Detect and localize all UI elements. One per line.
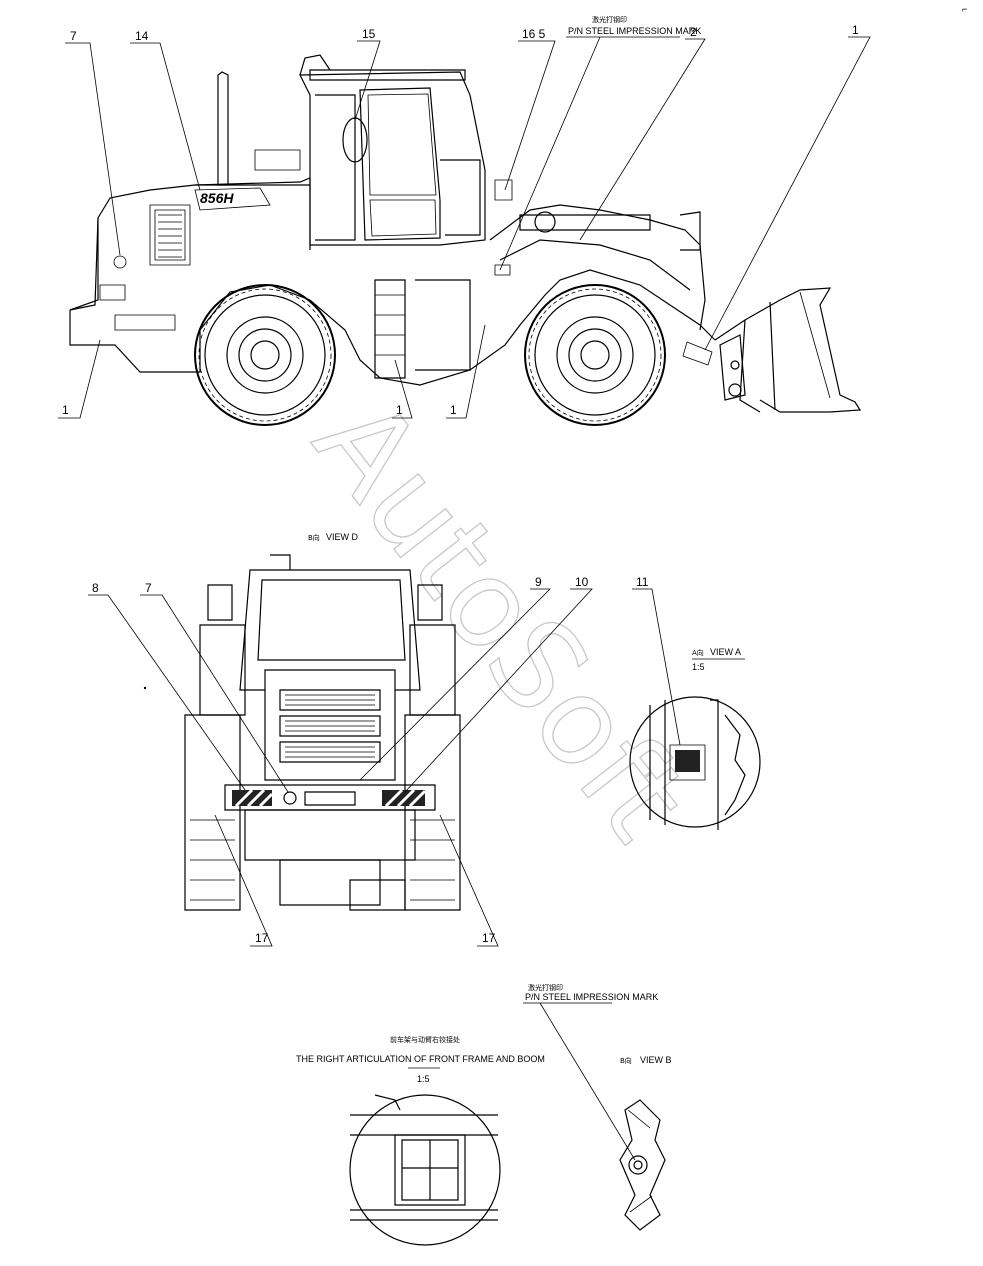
view-a-detail: 11 A向 VIEW A 1:5 <box>629 575 761 830</box>
svg-text:1: 1 <box>450 403 457 417</box>
pin-mark-label-side: 激光打钢印 P/N STEEL IMPRESSION MARK <box>499 15 701 271</box>
svg-text:激光打钢印: 激光打钢印 <box>592 15 627 24</box>
model-badge: 856H <box>200 190 234 206</box>
callout-7-rear: 7 <box>140 581 289 793</box>
svg-text:激光打钢印: 激光打钢印 <box>528 983 563 992</box>
callout-10: 10 <box>404 575 593 793</box>
svg-text:P/N STEEL IMPRESSION MARK: P/N STEEL IMPRESSION MARK <box>568 26 701 36</box>
callout-7-side: 7 <box>65 29 121 256</box>
svg-text:11: 11 <box>636 575 649 589</box>
svg-text:1: 1 <box>62 403 69 417</box>
callout-14: 14 <box>130 29 201 191</box>
svg-text:B向: B向 <box>308 533 320 542</box>
svg-text:B向: B向 <box>620 1056 632 1065</box>
callout-1-mid-a: 1 <box>392 359 413 419</box>
callout-1-left: 1 <box>58 339 101 419</box>
svg-text:8: 8 <box>92 581 99 595</box>
svg-text:1: 1 <box>852 23 859 37</box>
svg-text:14: 14 <box>135 29 149 43</box>
callout-17-right: 17 <box>439 814 499 947</box>
front-wheel <box>524 284 666 426</box>
svg-text:A向: A向 <box>692 648 704 657</box>
svg-text:17: 17 <box>482 931 496 945</box>
corner-mark: ⌐ <box>962 4 967 14</box>
callout-15-side: 15 <box>354 27 381 121</box>
svg-text:2: 2 <box>690 25 697 39</box>
articulation-detail: 前车架与动臂右铰接处 THE RIGHT ARTICULATION OF FRO… <box>296 1035 545 1246</box>
callout-9: 9 <box>359 575 551 781</box>
svg-text:7: 7 <box>145 581 152 595</box>
svg-text:7: 7 <box>70 29 77 43</box>
rear-view-loader: B向 VIEW D 8 <box>88 532 593 947</box>
svg-text:1:5: 1:5 <box>692 662 705 672</box>
svg-text:9: 9 <box>535 575 542 589</box>
rear-grille-mesh <box>158 214 182 258</box>
svg-text:1: 1 <box>396 403 403 417</box>
callout-17-left: 17 <box>214 814 273 947</box>
svg-text:1:5: 1:5 <box>417 1074 430 1084</box>
rear-wheel <box>194 284 336 426</box>
callout-8: 8 <box>88 581 246 791</box>
side-view-loader: 856H <box>58 15 871 426</box>
svg-text:P/N STEEL IMPRESSION MARK: P/N STEEL IMPRESSION MARK <box>525 992 658 1002</box>
callout-1-mid-b: 1 <box>446 324 486 419</box>
svg-text:前车架与动臂右铰接处: 前车架与动臂右铰接处 <box>390 1035 460 1044</box>
svg-text:VIEW D: VIEW D <box>326 532 359 542</box>
callout-16-5: 16 5 <box>504 27 556 191</box>
view-b-detail: 激光打钢印 P/N STEEL IMPRESSION MARK B向 VIEW … <box>523 983 672 1231</box>
svg-text:VIEW A: VIEW A <box>710 647 741 657</box>
svg-text:16 5: 16 5 <box>522 27 546 41</box>
svg-text:10: 10 <box>575 575 589 589</box>
callout-2: 2 <box>579 25 706 241</box>
svg-text:17: 17 <box>255 931 269 945</box>
svg-text:VIEW B: VIEW B <box>640 1055 672 1065</box>
svg-text:15: 15 <box>362 27 376 41</box>
svg-text:THE RIGHT ARTICULATION OF FRON: THE RIGHT ARTICULATION OF FRONT FRAME AN… <box>296 1054 545 1064</box>
callout-1-top: 1 <box>704 23 871 351</box>
